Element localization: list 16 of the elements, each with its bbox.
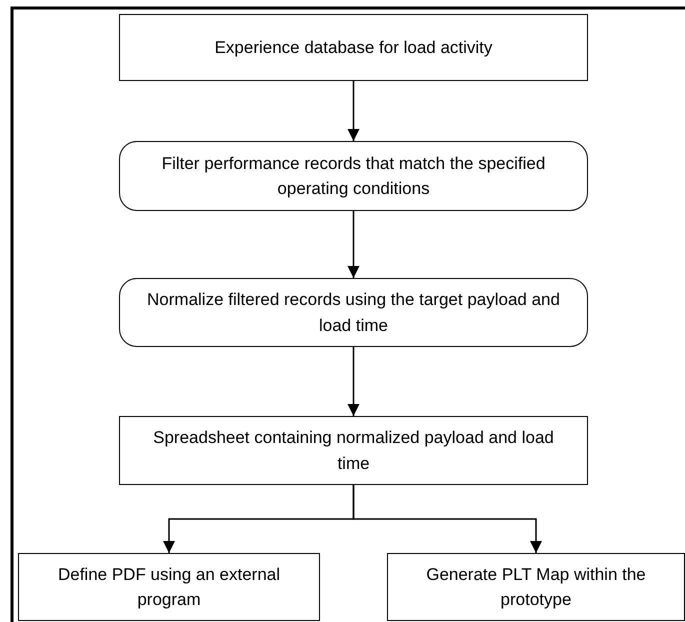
data-box xyxy=(119,416,588,485)
arrow xyxy=(348,211,360,278)
arrow xyxy=(348,81,360,141)
data-box xyxy=(119,14,588,81)
node-label: Normalize filtered records using the target payload and load time xyxy=(146,289,561,336)
node-label: Define PDF using an external program xyxy=(56,564,282,611)
process-box xyxy=(119,141,588,211)
data-box xyxy=(18,553,320,621)
arrow xyxy=(348,347,360,416)
node-label: Spreadsheet containing normalized payload and load time xyxy=(152,427,555,474)
node-label: Filter performance records that match the specified operating conditions xyxy=(160,152,546,200)
data-box xyxy=(387,553,685,621)
node-label: Generate PLT Map within the prototype xyxy=(425,564,647,611)
process-box xyxy=(119,278,588,347)
arrow xyxy=(352,485,542,553)
node-label: Experience database for load activity xyxy=(214,36,492,59)
